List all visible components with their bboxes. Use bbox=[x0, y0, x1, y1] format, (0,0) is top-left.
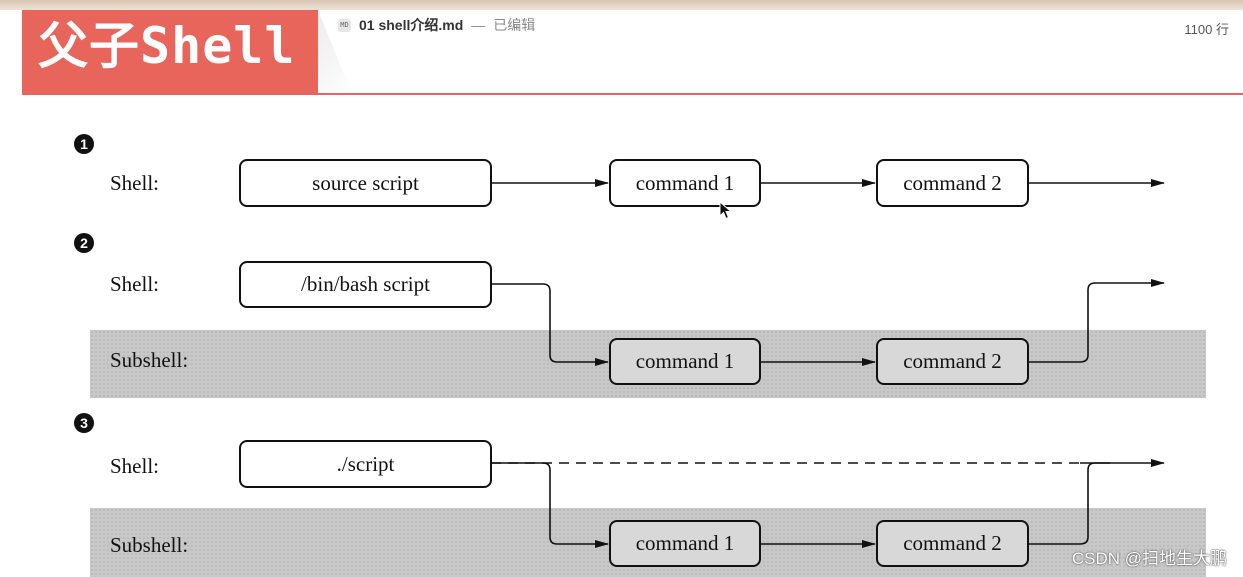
section-3-badge: 3 bbox=[74, 413, 94, 433]
section-3-subshell-label: Subshell: bbox=[110, 533, 189, 557]
section-1-shell-label: Shell: bbox=[110, 171, 160, 195]
section-2-command-1-box: command 1 bbox=[609, 338, 761, 385]
title-separator: — bbox=[471, 17, 486, 33]
document-title-bar: MD 01 shell介绍.md — 已编辑 bbox=[338, 15, 535, 35]
mouse-pointer-icon bbox=[719, 201, 733, 220]
section-1-command-1-box: command 1 bbox=[609, 159, 761, 207]
watermark: CSDN @扫地生大鹏 bbox=[1071, 549, 1227, 568]
section-3-shell-label: Shell: bbox=[110, 454, 160, 478]
section-2-badge: 2 bbox=[74, 233, 94, 253]
title-banner: 父子Shell bbox=[22, 10, 318, 94]
window-top-strip bbox=[0, 0, 1243, 10]
section-2-command-2-box: command 2 bbox=[876, 338, 1029, 385]
line-count: 1100 行 bbox=[1184, 22, 1229, 37]
section-3-start-box: ./script bbox=[239, 440, 492, 488]
section-1-start-box: source script bbox=[239, 159, 492, 207]
markdown-file-icon: MD bbox=[338, 18, 351, 32]
edit-status: 已编辑 bbox=[493, 17, 536, 33]
section-1-badge: 1 bbox=[74, 134, 94, 154]
section-1-command-2-box: command 2 bbox=[876, 159, 1029, 207]
section-2-shell-label: Shell: bbox=[110, 272, 160, 296]
header-divider bbox=[22, 93, 1243, 95]
section-2-start-box: /bin/bash script bbox=[239, 261, 492, 308]
file-name[interactable]: 01 shell介绍.md bbox=[359, 17, 464, 33]
section-3-command-1-box: command 1 bbox=[609, 520, 761, 567]
section-3-command-2-box: command 2 bbox=[876, 520, 1029, 567]
section-2-subshell-label: Subshell: bbox=[110, 348, 189, 372]
